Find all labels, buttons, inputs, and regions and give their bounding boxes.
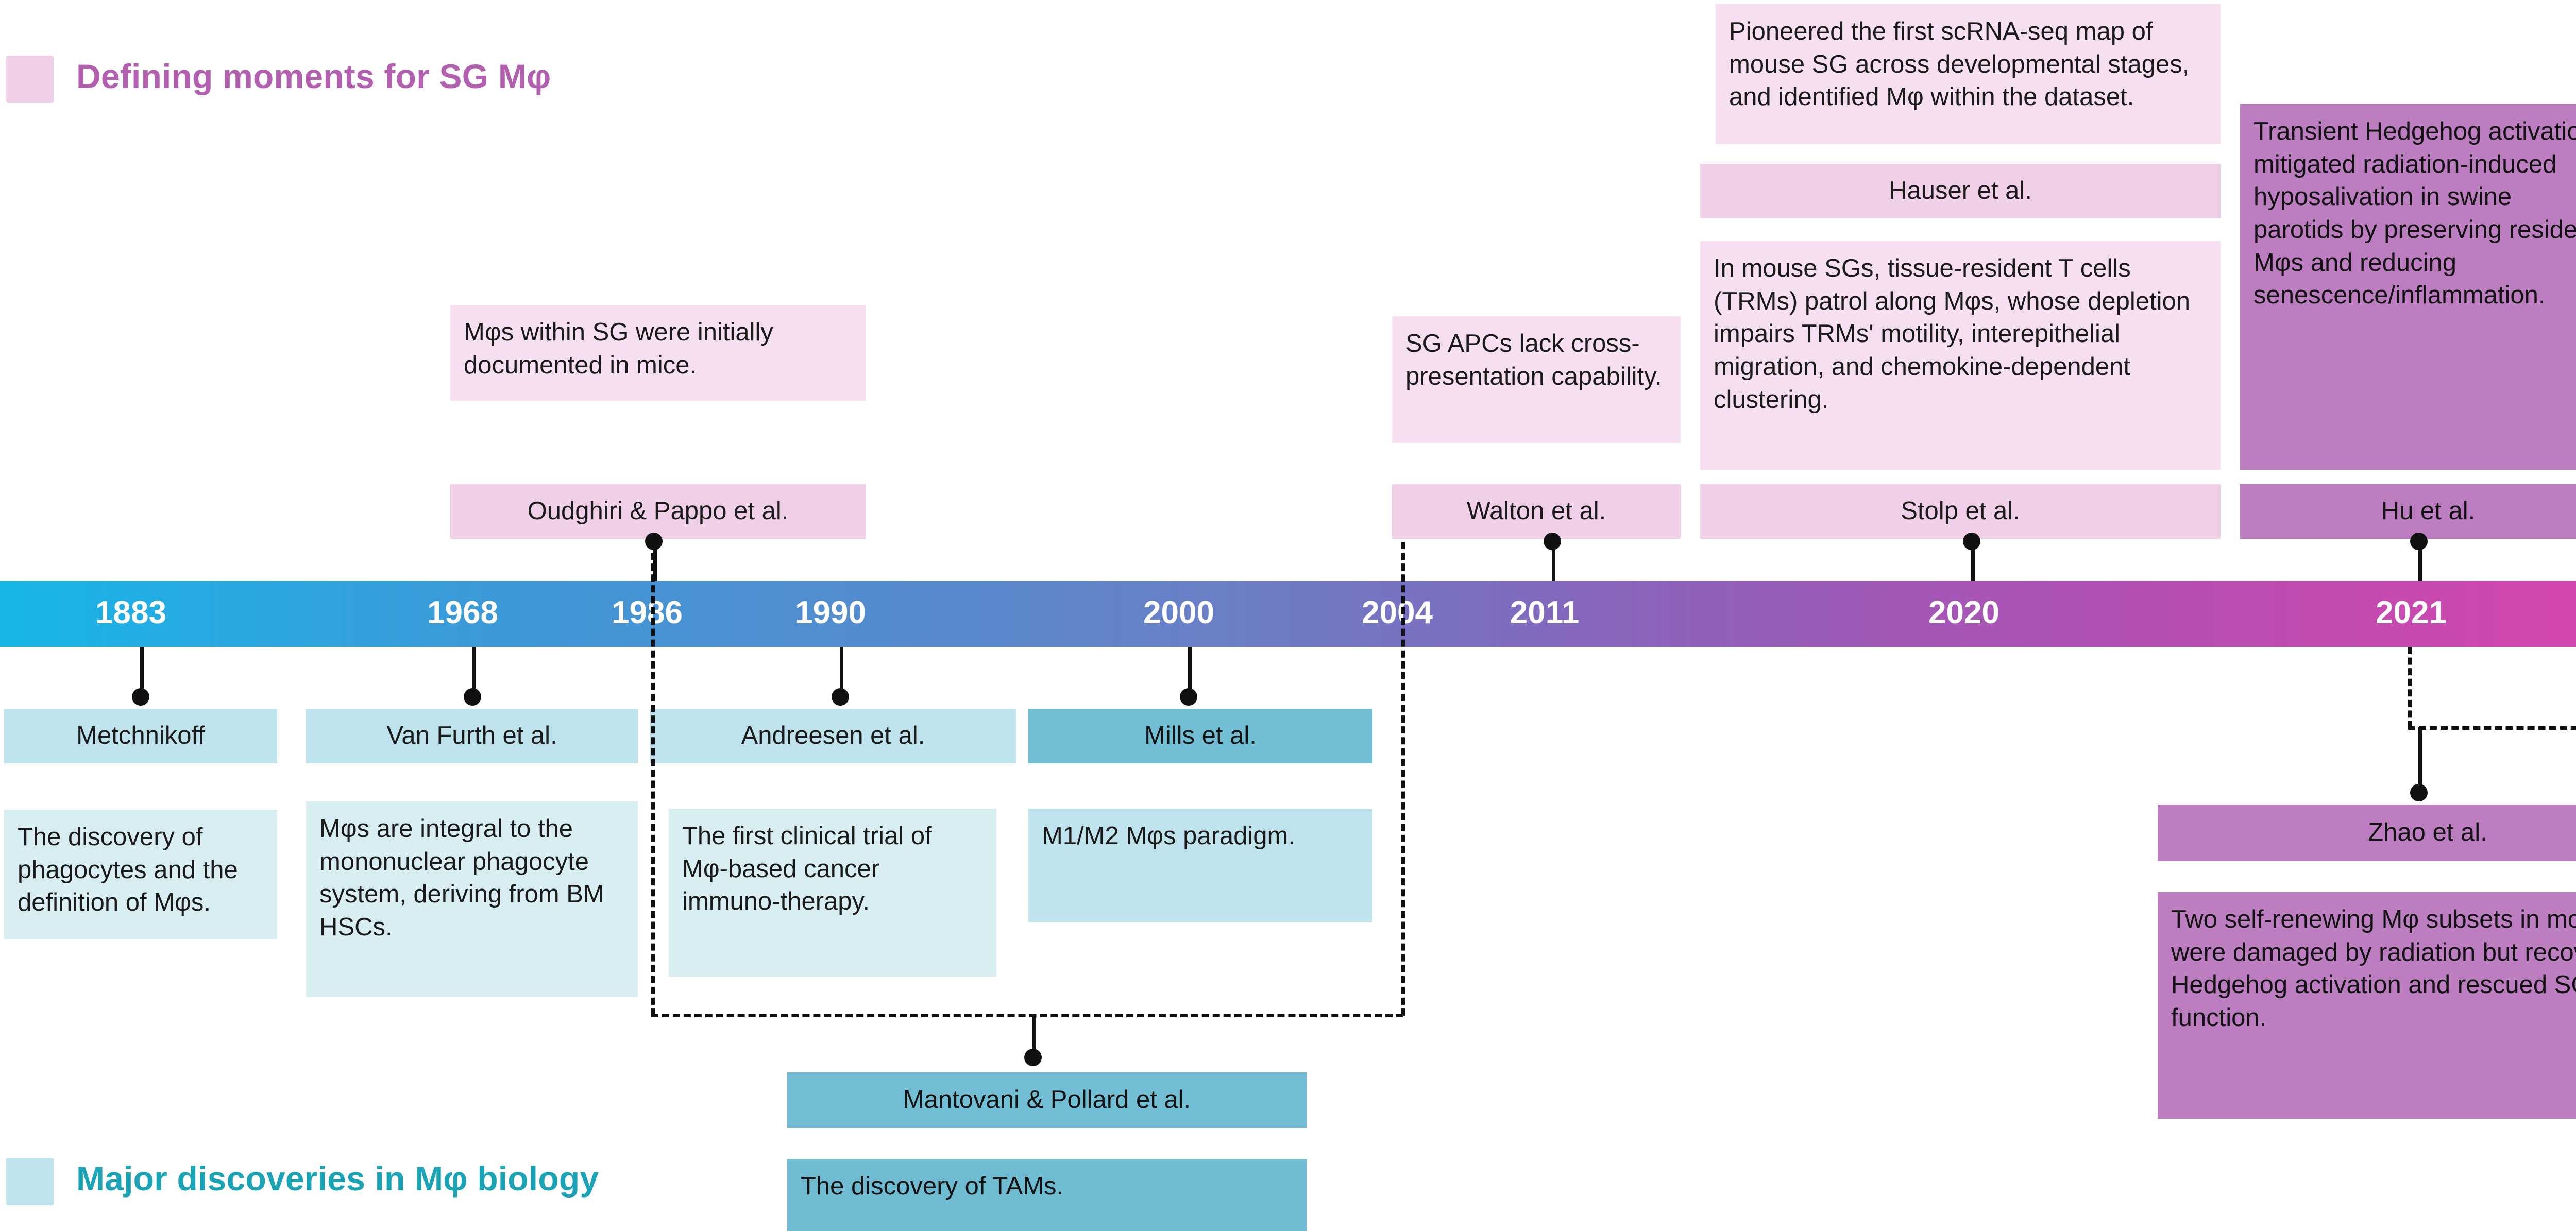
connector-dot-1968 <box>464 688 481 706</box>
connector-dot-2021 <box>2410 533 2428 550</box>
bottom-description-2004: The discovery of TAMs. <box>787 1159 1307 1231</box>
bottom-description-1968: Mφs are integral to the mononuclear phag… <box>306 801 638 997</box>
bottom-description-2000: M1/M2 Mφs paradigm. <box>1028 809 1372 922</box>
connector-dot-1883 <box>132 688 149 706</box>
connector-dot-2000 <box>1180 688 1197 706</box>
legend-bottom-swatch <box>6 1158 54 1205</box>
bottom-description-1883: The discovery of phagocytes and the defi… <box>4 810 277 939</box>
year-label-2020: 2020 <box>1928 595 1999 630</box>
legend-top-swatch <box>6 56 54 103</box>
top-citation-stolp: Stolp et al. <box>1700 484 2221 539</box>
top-description-2021: Transient Hedgehog activation mitigated … <box>2240 104 2576 470</box>
connector-dot-2004 <box>1024 1049 1042 1066</box>
top-description-stolp: In mouse SGs, tissue-resident T cells (T… <box>1700 241 2221 470</box>
dashed-bracket-bottom <box>651 1014 1403 1017</box>
year-label-2021: 2021 <box>2376 595 2447 630</box>
zhao-bracket-horizontal <box>2408 726 2576 730</box>
connector-dot-zhao <box>2410 784 2428 801</box>
top-description-1986: Mφs within SG were initially documented … <box>450 305 866 401</box>
dashed-bracket-left <box>651 542 655 1016</box>
timeline-bar <box>0 581 2576 647</box>
bottom-citation-1968: Van Furth et al. <box>306 709 638 763</box>
bottom-citation-1990: Andreesen et al. <box>650 709 1016 763</box>
bottom-citation-1883: Metchnikoff <box>4 709 277 763</box>
connector-line-2021 <box>2418 539 2422 581</box>
connector-dot-1990 <box>832 688 849 706</box>
year-label-2000: 2000 <box>1143 595 1214 630</box>
connector-line-2020 <box>1971 539 1975 581</box>
bracket-description-zhao: Two self-renewing Mφ subsets in mouse SG… <box>2158 892 2576 1119</box>
connector-line-1968 <box>472 647 476 705</box>
year-label-1990: 1990 <box>795 595 866 630</box>
top-description-hauser: Pioneered the first scRNA-seq map of mou… <box>1716 4 2221 144</box>
zhao-bracket-left-down <box>2408 647 2412 728</box>
dashed-bracket-right <box>1401 542 1405 1016</box>
connector-line-zhao <box>2418 727 2422 799</box>
bottom-citation-2000: Mills et al. <box>1028 709 1372 763</box>
year-label-1986: 1986 <box>612 595 683 630</box>
legend-top-label: Defining moments for SG Mφ <box>76 57 551 95</box>
top-citation-2021: Hu et al. <box>2240 484 2576 539</box>
top-description-2011: SG APCs lack cross-presentation capabili… <box>1392 316 1681 443</box>
connector-line-1883 <box>140 647 144 705</box>
year-label-1968: 1968 <box>427 595 498 630</box>
bracket-citation-zhao: Zhao et al. <box>2158 805 2576 861</box>
connector-line-1986 <box>653 539 657 581</box>
top-citation-hauser: Hauser et al. <box>1700 164 2221 218</box>
connector-dot-2011 <box>1544 533 1561 550</box>
connector-line-2004 <box>1032 1016 1036 1065</box>
legend-bottom-label: Major discoveries in Mφ biology <box>76 1159 599 1198</box>
bottom-citation-2004: Mantovani & Pollard et al. <box>787 1072 1307 1128</box>
bottom-description-1990: The first clinical trial of Mφ-based can… <box>669 809 996 977</box>
connector-line-1990 <box>840 647 843 705</box>
connector-dot-2020 <box>1963 533 1980 550</box>
connector-line-2000 <box>1188 647 1192 705</box>
year-label-2011: 2011 <box>1510 595 1580 630</box>
connector-line-2011 <box>1552 539 1555 581</box>
top-citation-1986: Oudghiri & Pappo et al. <box>450 484 866 539</box>
year-label-2004: 2004 <box>1362 595 1433 630</box>
year-label-1883: 1883 <box>95 595 166 630</box>
top-citation-2011: Walton et al. <box>1392 484 1681 539</box>
